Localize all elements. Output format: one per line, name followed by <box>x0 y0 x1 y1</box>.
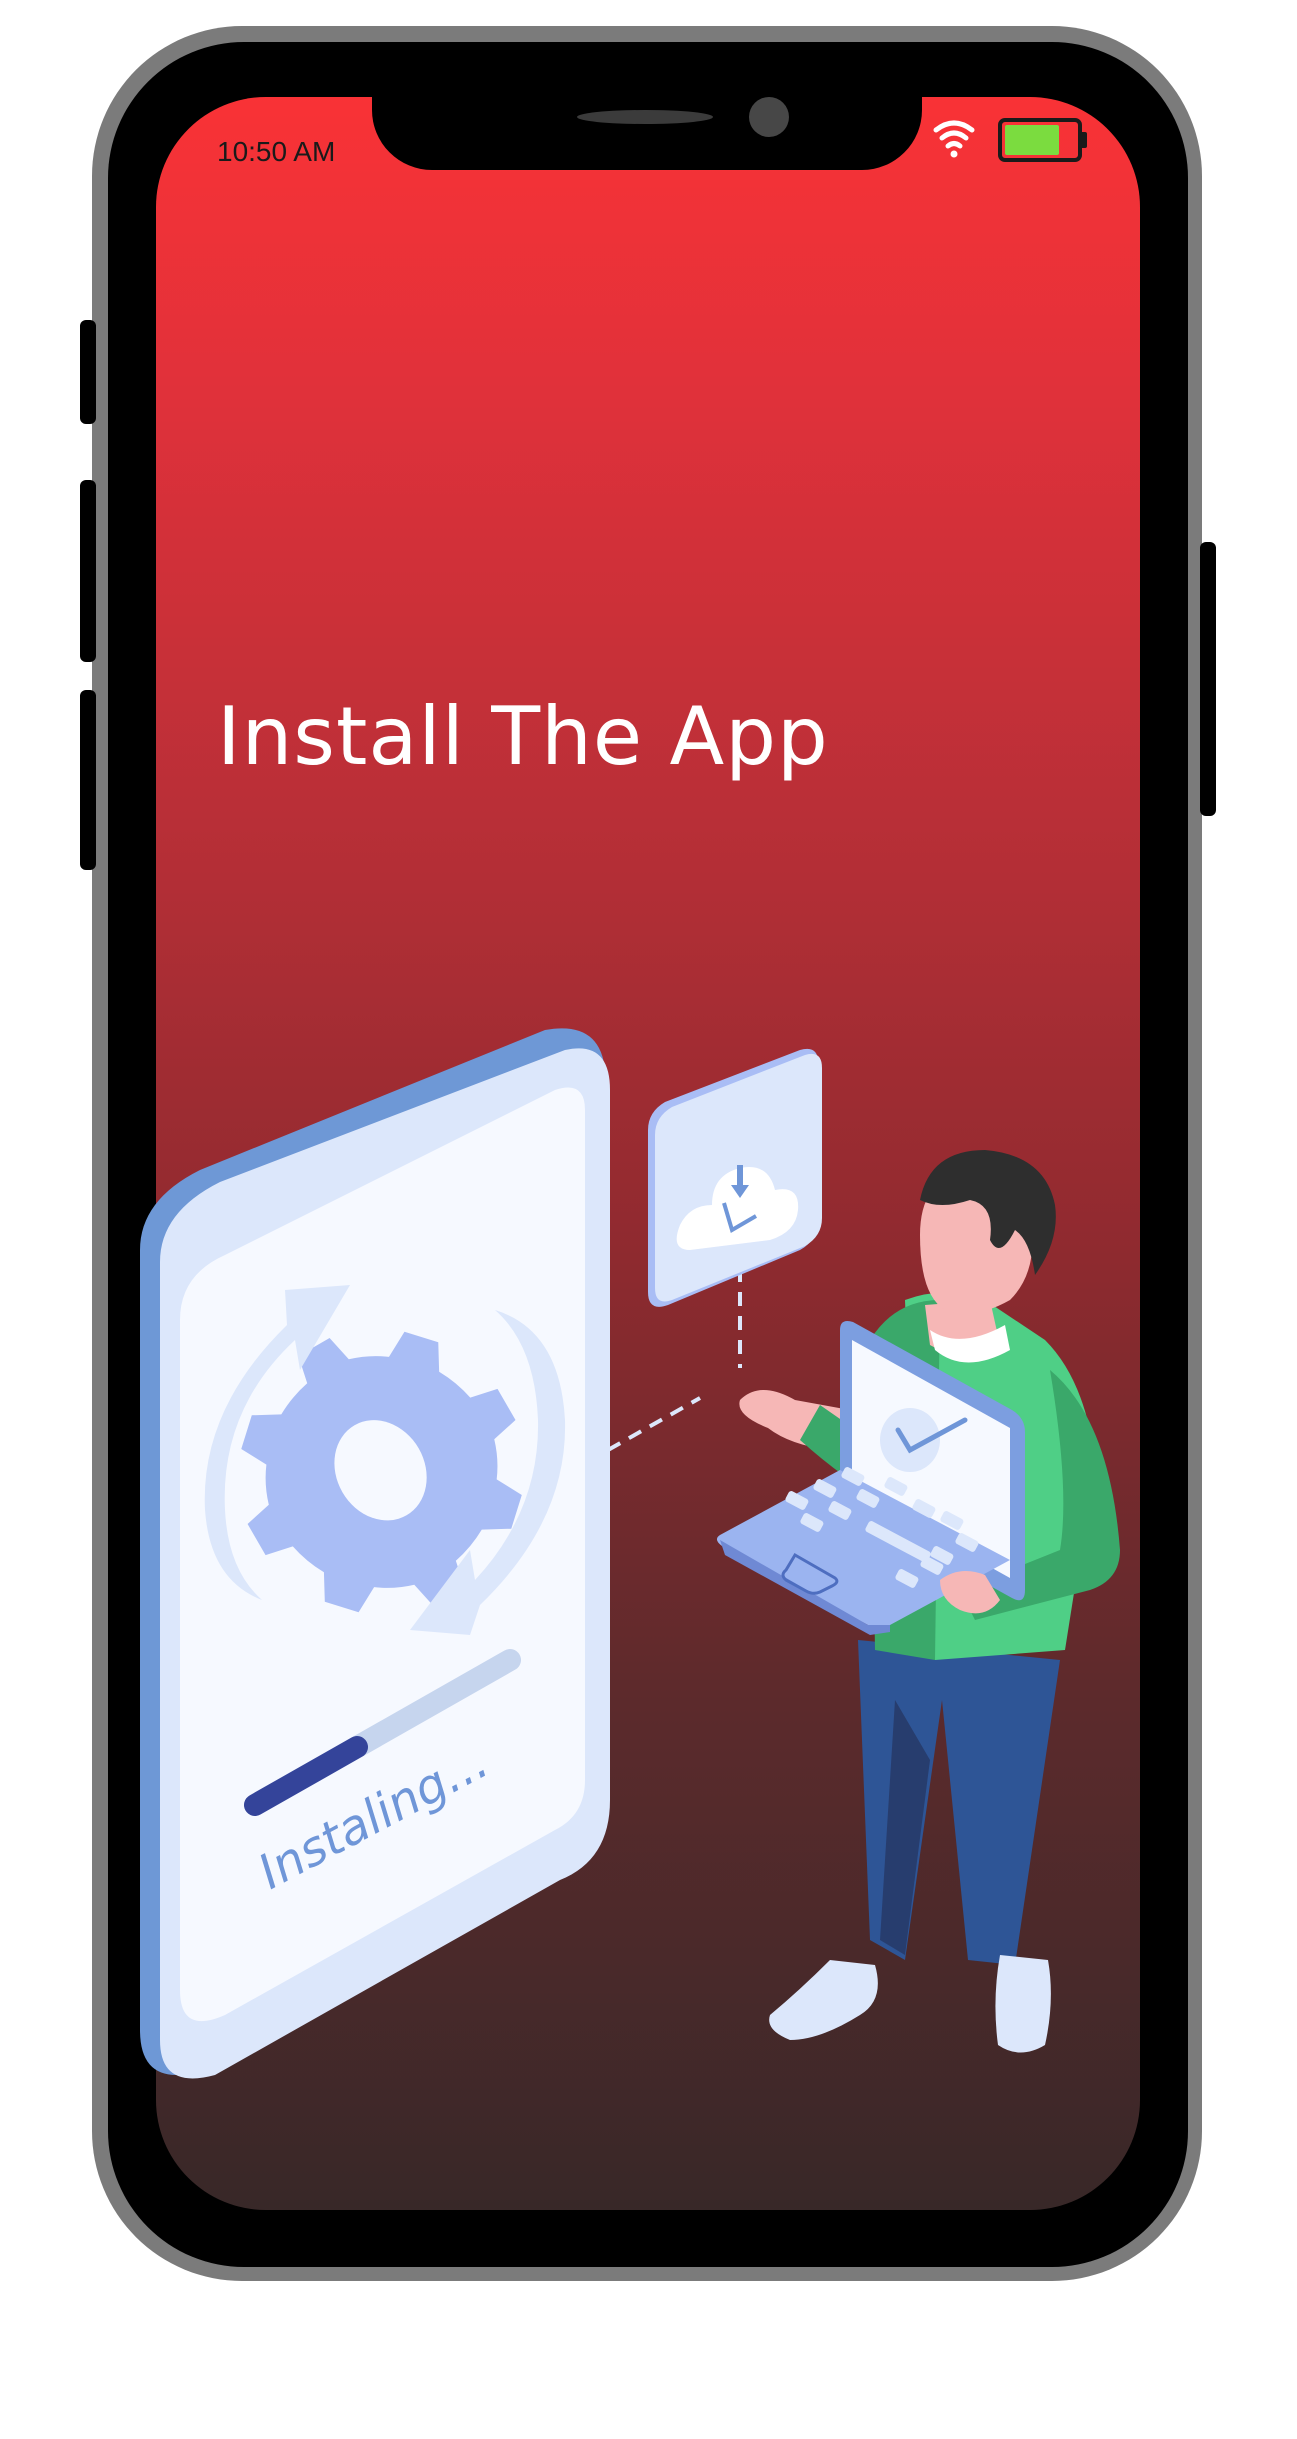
laptop-illustration <box>716 1321 1025 1635</box>
earpiece-speaker <box>577 110 713 124</box>
refresh-arrows-icon <box>204 1285 566 1635</box>
checkmark-icon <box>880 1408 968 1472</box>
volume-down-button <box>80 690 96 870</box>
install-progress-bar <box>244 1649 521 1816</box>
status-time: 10:50 AM <box>217 136 336 167</box>
keyboard <box>785 1467 979 1588</box>
cloud-download-icon <box>676 1165 799 1250</box>
volume-up-button <box>80 480 96 662</box>
status-icons <box>933 118 1087 162</box>
dashed-connector <box>607 1268 742 1452</box>
gear-icon <box>241 1331 522 1613</box>
power-button <box>1200 542 1216 816</box>
front-camera <box>749 97 789 137</box>
cloud-download-card <box>648 1048 822 1307</box>
wifi-icon <box>933 120 975 158</box>
page-title: Install The App <box>217 690 829 783</box>
battery-icon <box>998 118 1087 162</box>
mute-switch <box>80 320 96 424</box>
